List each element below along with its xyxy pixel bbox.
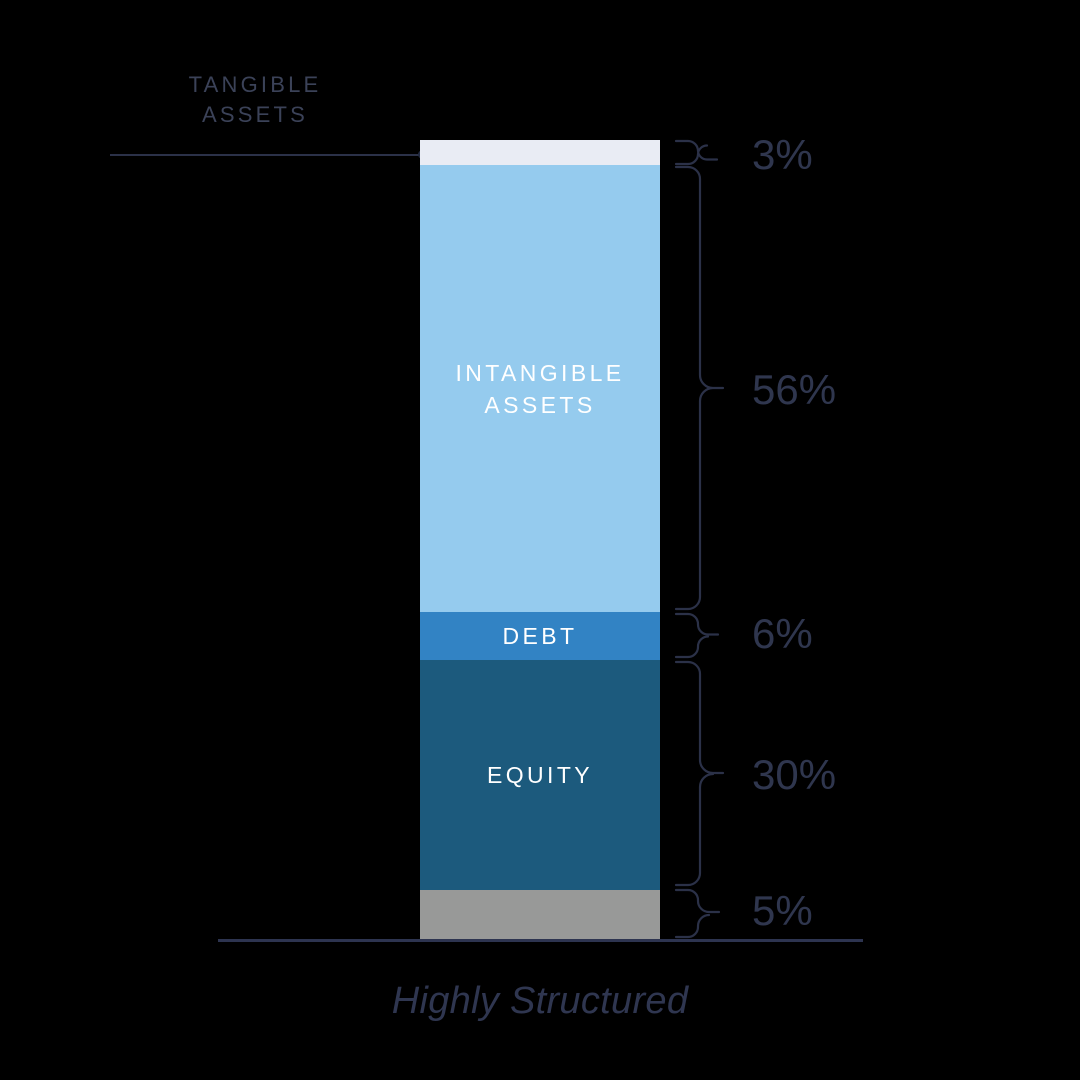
chart-baseline [218, 939, 863, 942]
value-label-other: 5% [752, 887, 813, 934]
bar-segment-tangible-assets[interactable] [420, 140, 660, 165]
value-label-tangible-assets: 3% [752, 131, 813, 178]
brace-other [674, 888, 721, 939]
bar-segment-other[interactable] [420, 890, 660, 940]
bar-segment-debt[interactable]: DEBT [420, 612, 660, 660]
chart-caption: Highly Structured [391, 980, 689, 1022]
bar-segment-intangible-assets[interactable]: INTANGIBLE ASSETS [420, 165, 660, 612]
bar-segment-label: EQUITY [486, 762, 594, 788]
bar-segment-equity[interactable]: EQUITY [420, 660, 660, 890]
brace-debt [674, 612, 720, 659]
bar-segment-label: INTANGIBLE ASSETS [455, 359, 625, 418]
callout-leader-line [110, 154, 422, 156]
tangible-assets-callout-label: TANGIBLE ASSETS [188, 72, 322, 127]
value-label-intangible-assets: 56% [752, 366, 837, 413]
value-label-debt: 6% [752, 610, 813, 657]
stacked-bar: INTANGIBLE ASSETS DEBT EQUITY [420, 140, 660, 940]
brace-intangible-assets [674, 165, 725, 611]
brace-tangible-assets [674, 139, 719, 166]
value-label-equity: 30% [752, 751, 837, 798]
brace-equity [674, 660, 725, 887]
bar-segment-label: DEBT [502, 623, 578, 649]
